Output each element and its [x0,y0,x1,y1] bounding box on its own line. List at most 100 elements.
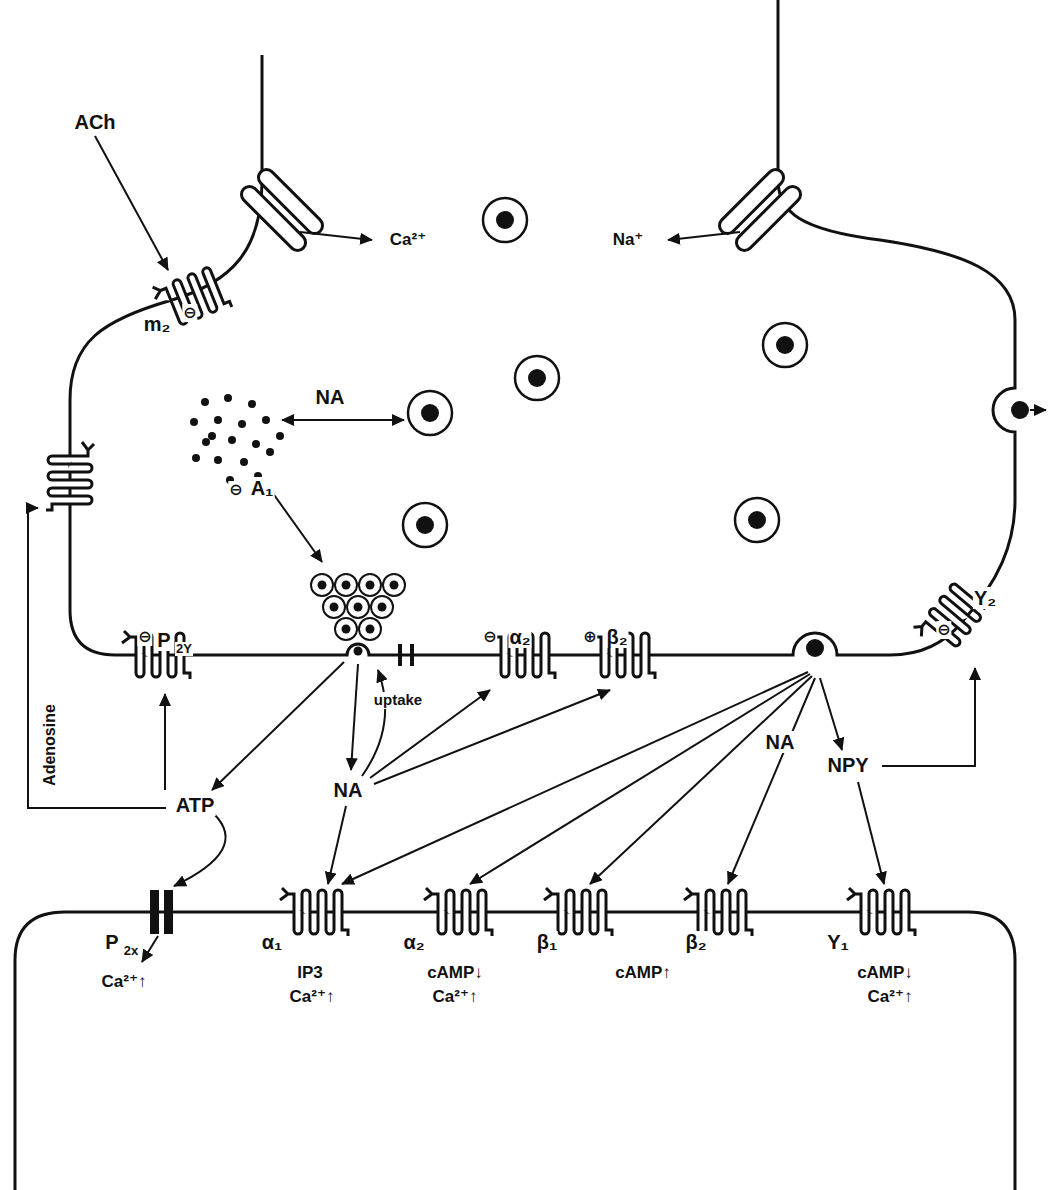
label-anchor: m₂ [143,313,172,335]
label-text: Ca²⁺ [389,231,427,250]
label-anchor: Ca²⁺ [389,231,427,250]
small-vesicle [311,574,333,596]
label-anchor: ⊖ [228,481,243,499]
arrow-line [212,662,344,790]
label-anchor: cAMP↑ [614,964,672,983]
small-vesicle [347,596,369,618]
noradrenaline-dot [228,436,236,444]
noradrenaline-dot [240,458,248,466]
noradrenaline-dot [224,394,232,402]
label-anchor: ⊖ [137,628,152,646]
arrow-line [282,419,404,421]
vesicle-core [1011,401,1029,419]
arrow-line [882,668,975,766]
label-anchor: Y₁ [826,931,850,953]
label-anchor: ACh [73,111,116,133]
varicosity-membrane [70,0,1015,655]
label-text: NA [315,386,346,408]
ion-channel [716,166,804,254]
label-text: Y₁ [826,931,850,953]
label-anchor: A₁ [250,477,275,499]
noradrenaline-dot [208,432,216,440]
vesicle-core [366,581,375,590]
vesicle-core [496,211,514,229]
label-text: Adenosine [41,703,59,787]
label-text: NA [765,731,796,753]
receptor-symbol [46,442,94,510]
vesicle-core [416,516,434,534]
label-anchor: Adenosine [41,703,59,787]
noradrenaline-dot [190,418,198,426]
noradrenaline-dot [252,440,260,448]
label-text: Ca²⁺↑ [432,988,479,1007]
label-text: Ca²⁺↑ [289,988,336,1007]
noradrenaline-dot [214,456,222,464]
small-vesicle [359,574,381,596]
label-anchor: α₂ [402,931,425,953]
label-text: β₁ [536,931,558,953]
vesicle-core [342,581,351,590]
label-anchor: 2Y [175,639,193,657]
label-anchor: Y₂ [973,587,997,609]
vesicle-core [378,603,387,612]
label-anchor: 2x [123,941,139,959]
large-vesicle [408,391,452,435]
label-anchor: Ca²⁺↑ [289,988,336,1007]
receptor-symbol [544,888,612,936]
vesicle-core [330,603,339,612]
label-text: ⊖ [936,621,951,639]
label-anchor: NA [315,386,346,408]
vesicle-core [421,404,439,422]
label-text: ⊖ [182,304,197,322]
arrow-line [174,814,226,886]
label-anchor: β₁ [536,931,558,953]
arrow-line [95,136,168,270]
arrow-line [470,674,810,884]
label-text: Na⁺ [612,231,645,250]
label-text: NA [333,779,364,801]
vesicle-core [806,639,824,657]
label-anchor: ⊖ [182,304,197,322]
arrow-line [28,508,166,808]
label-anchor: ATP [175,794,216,816]
large-vesicle [735,498,779,542]
vesicle-core [390,581,399,590]
label-text: NPY [826,754,869,776]
label-anchor: Ca²⁺↑ [432,988,479,1007]
small-vesicle [371,596,393,618]
noradrenaline-dot [214,416,222,424]
label-text: ⊕ [582,628,597,646]
label-text: ⊖ [137,628,152,646]
arrow-line [164,694,166,790]
label-anchor: NA [765,731,796,753]
large-vesicle [515,356,559,400]
label-anchor: Na⁺ [612,231,645,250]
noradrenaline-dot [248,400,256,408]
small-vesicle [335,574,357,596]
uptake-transporter [410,644,414,666]
label-text: P [156,629,171,651]
vesicle-core [354,603,363,612]
label-anchor: IP3 [296,964,324,983]
label-anchor: cAMP↓ [856,964,914,983]
label-text: Ca²⁺↑ [867,988,914,1007]
vesicle-core [528,369,546,387]
arrow-line [351,664,358,770]
label-text: cAMP↑ [614,964,672,983]
label-text: α₂ [402,931,425,953]
label-text: IP3 [296,964,324,983]
receptor-symbol [684,888,752,936]
receptor-symbol [280,888,348,936]
receptor-symbol [847,888,915,936]
label-anchor: β₂ [684,931,707,953]
label-text: β₂ [684,931,707,953]
large-vesicle [483,198,527,242]
small-vesicle [335,618,357,640]
label-text: A₁ [250,477,275,499]
arrow-line [328,806,346,884]
vesicle-core [318,581,327,590]
label-text: 2Y [175,642,193,656]
label-text: cAMP↓ [856,964,914,983]
